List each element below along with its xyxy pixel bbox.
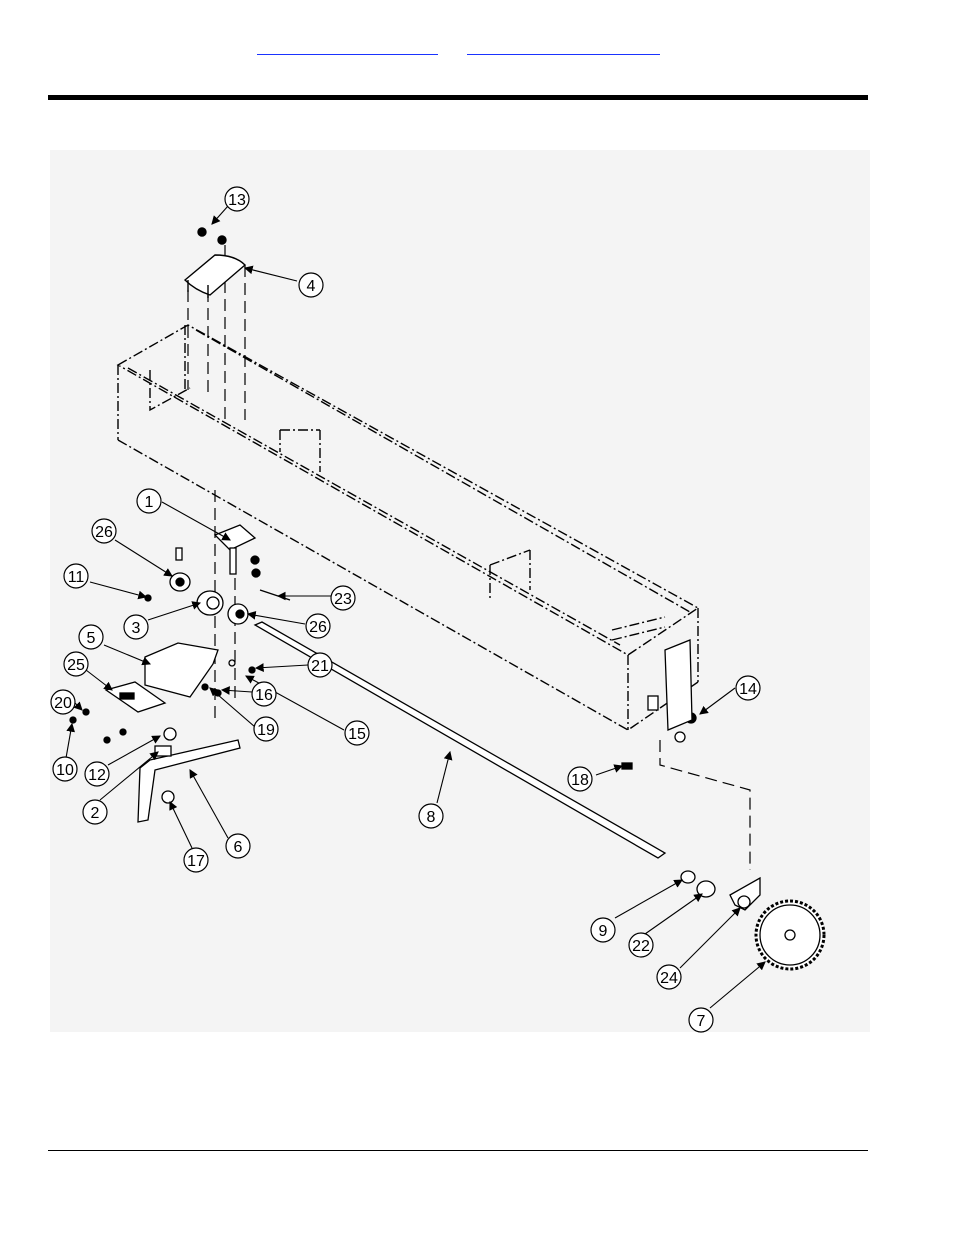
callout-24: 24	[656, 964, 682, 990]
svg-text:11: 11	[68, 569, 85, 586]
callout-12: 12	[84, 761, 110, 787]
header-link-1[interactable]	[257, 40, 438, 55]
callout-14: 14	[735, 675, 761, 701]
callout-17: 17	[183, 847, 209, 873]
header-link-2[interactable]	[467, 40, 660, 55]
svg-text:1: 1	[145, 494, 154, 511]
upper-bracket-part-4	[183, 227, 247, 298]
svg-text:7: 7	[697, 1013, 706, 1030]
svg-text:6: 6	[234, 839, 243, 856]
callout-18: 18	[567, 766, 593, 792]
callout-22: 22	[628, 932, 654, 958]
bracket-part-1	[213, 524, 261, 578]
svg-text:16: 16	[255, 687, 273, 704]
svg-text:18: 18	[571, 772, 589, 789]
svg-text:19: 19	[257, 722, 275, 739]
svg-text:4: 4	[307, 278, 316, 295]
sprocket-assembly	[680, 870, 826, 971]
callout-26b: 26	[305, 613, 331, 639]
callout-25: 25	[63, 651, 89, 677]
svg-text:15: 15	[348, 726, 366, 743]
svg-text:13: 13	[228, 192, 246, 209]
svg-text:24: 24	[660, 970, 678, 987]
svg-text:25: 25	[67, 657, 85, 674]
bar-part-6	[137, 727, 241, 823]
callout-15: 15	[344, 720, 370, 746]
svg-text:10: 10	[56, 762, 74, 779]
callout-4: 4	[298, 272, 324, 298]
main-frame	[116, 324, 700, 731]
svg-text:20: 20	[54, 695, 72, 712]
callout-1: 1	[136, 488, 162, 514]
svg-text:9: 9	[599, 923, 608, 940]
header-rule	[48, 95, 868, 100]
svg-text:22: 22	[632, 938, 650, 955]
callout-5: 5	[78, 624, 104, 650]
callout-21: 21	[307, 652, 333, 678]
callout-3: 3	[123, 614, 149, 640]
callout-7: 7	[688, 1007, 714, 1033]
svg-text:26: 26	[309, 619, 327, 636]
callout-16: 16	[251, 681, 277, 707]
callout-19: 19	[253, 716, 279, 742]
svg-text:5: 5	[87, 630, 96, 647]
diagram-background	[50, 150, 870, 1032]
collars-and-roller	[144, 547, 291, 625]
callout-23: 23	[330, 585, 356, 611]
svg-text:3: 3	[132, 620, 141, 637]
decal-part-25	[69, 681, 167, 744]
callout-13: 13	[224, 186, 250, 212]
callout-9: 9	[590, 917, 616, 943]
svg-text:23: 23	[334, 591, 352, 608]
alignment-guides	[187, 245, 751, 870]
svg-text:17: 17	[187, 853, 205, 870]
callout-2: 2	[82, 799, 108, 825]
footer-rule	[48, 1150, 868, 1151]
end-fasteners	[621, 639, 697, 770]
svg-text:26: 26	[95, 524, 113, 541]
callout-26a: 26	[91, 518, 117, 544]
svg-text:14: 14	[739, 681, 757, 698]
callout-6: 6	[225, 833, 251, 859]
svg-text:21: 21	[311, 658, 329, 675]
header-links	[0, 40, 954, 56]
callout-20: 20	[50, 689, 76, 715]
callout-8: 8	[418, 803, 444, 829]
svg-text:12: 12	[88, 767, 106, 784]
callout-10: 10	[52, 756, 78, 782]
svg-text:8: 8	[427, 809, 436, 826]
svg-text:2: 2	[91, 805, 100, 822]
leader-lines	[65, 205, 766, 1009]
rod-part-8	[253, 621, 667, 859]
shield-part-5	[144, 642, 256, 698]
callout-11: 11	[63, 563, 89, 589]
